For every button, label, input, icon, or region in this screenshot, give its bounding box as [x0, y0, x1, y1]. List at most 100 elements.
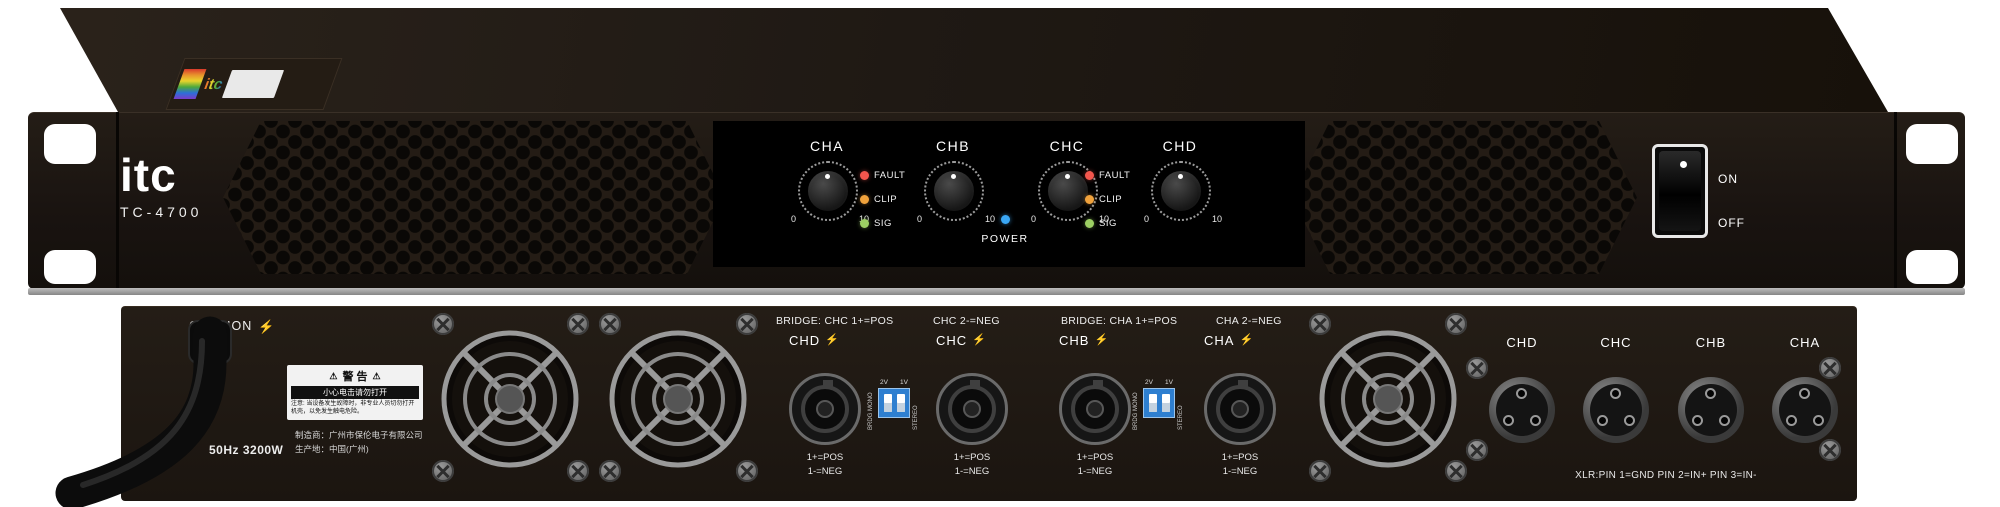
- xlr-channel-label: CHB: [1695, 335, 1727, 350]
- manufacturer-text: 制造商：广州市保伦电子有限公司 生产地：中国(广州): [295, 429, 423, 456]
- rear-panel: CAUTION ⚡ 50Hz 3200W ⚠ 警 告 ⚠ 小心电击请勿打开 注意…: [55, 306, 1857, 507]
- screw-icon: [1309, 313, 1331, 335]
- fault-led: [1085, 170, 1094, 180]
- knob-min-label: 0: [917, 214, 923, 224]
- manufacturer-line: 生产地：中国(广州): [295, 443, 369, 454]
- gain-knob-chd[interactable]: [1160, 170, 1202, 212]
- dip-label-stereo: STEREO: [1178, 405, 1184, 430]
- led-label: SIG: [874, 217, 892, 229]
- signal-led: [860, 218, 869, 228]
- warning-note: 注意: 当设备发生故障时，非专业人员切勿打开机壳，以免发生触电危险。: [291, 401, 415, 415]
- xlr-connector-chc: [1583, 377, 1649, 443]
- knob-indicator-dot: [1065, 174, 1070, 179]
- led-label: SIG: [1099, 217, 1117, 229]
- model-label: TC-4700: [120, 204, 203, 220]
- xlr-pin: [1597, 415, 1608, 426]
- screw-icon: [432, 313, 454, 335]
- lightning-icon: ⚡: [258, 318, 276, 334]
- led-label: FAULT: [1099, 169, 1131, 181]
- xlr-channel-label: CHD: [1506, 335, 1538, 350]
- warning-icon: ⚠: [372, 370, 381, 381]
- fan-guard-icon: [441, 330, 579, 468]
- bridge-label: BRIDGE: CHC 1+=POS: [776, 315, 894, 327]
- led-label: CLIP: [1099, 193, 1123, 205]
- knob-tick-ring: [1151, 161, 1211, 221]
- dip-label-1v: 1V: [900, 379, 908, 386]
- grille-right: [1292, 121, 1637, 274]
- mode-dip-switch-ab[interactable]: 2V 1V BRDG MONO STEREO: [1124, 379, 1194, 430]
- warning-title: 警 告: [342, 371, 368, 383]
- speakon-latch: [1238, 380, 1248, 387]
- gain-knob-cha[interactable]: [807, 170, 849, 212]
- screw-icon: [432, 460, 454, 482]
- mode-dip-switch-cd[interactable]: 2V 1V BRDG MONO STEREO: [859, 379, 929, 430]
- screw-icon: [567, 313, 589, 335]
- xlr-pin: [1503, 415, 1514, 426]
- top-sticker: itc: [165, 58, 343, 110]
- bridge-neg-label: CHC 2-=NEG: [933, 315, 1000, 327]
- power-rating-label: 50Hz 3200W: [209, 443, 284, 457]
- screw-icon: [1819, 439, 1841, 461]
- dip-label-bridge-mono: BRDG MONO: [1133, 392, 1140, 430]
- clip-led: [1085, 194, 1094, 204]
- screw-icon: [1309, 460, 1331, 482]
- brand-logo: itc: [120, 149, 177, 201]
- sticker-brand-text: itc: [201, 75, 226, 93]
- rack-ear-right-seam: [1894, 112, 1897, 288]
- knob-min-label: 0: [791, 214, 797, 224]
- gain-knob-chb[interactable]: [933, 170, 975, 212]
- channel-label: CHB: [935, 138, 971, 154]
- gain-knob-chc[interactable]: [1047, 170, 1089, 212]
- speakon-core: [816, 400, 834, 418]
- channel-knob-group-cha: CHA 0 10: [767, 138, 887, 224]
- bridge-label: BRIDGE: CHA 1+=POS: [1061, 315, 1178, 327]
- channel-label: CHD: [1162, 138, 1198, 154]
- dip-label-2v: 2V: [880, 379, 888, 386]
- channel-knob-group-chd: CHD 0 10: [1120, 138, 1240, 224]
- power-label: POWER: [981, 233, 1029, 245]
- xlr-pin: [1530, 415, 1541, 426]
- xlr-channel-label: CHC: [1600, 335, 1632, 350]
- rocker-button[interactable]: [1659, 151, 1701, 231]
- knob-tick-ring: [1038, 161, 1098, 221]
- power-indicator: POWER: [960, 211, 1050, 245]
- xlr-pin: [1516, 388, 1527, 399]
- xlr-pin: [1799, 388, 1810, 399]
- knob-indicator-dot: [825, 174, 830, 179]
- dip-label-1v: 1V: [1165, 379, 1173, 386]
- xlr-pin: [1692, 415, 1703, 426]
- rack-ear-hole: [1906, 250, 1958, 284]
- lightning-icon: ⚡: [1094, 334, 1110, 346]
- lightning-icon: ⚡: [825, 334, 840, 346]
- dip-switch-block[interactable]: [878, 388, 910, 418]
- warning-icon: ⚠: [329, 370, 338, 381]
- rack-ear-left-seam: [116, 112, 119, 288]
- warning-line: 小心电击请勿打开: [291, 386, 419, 399]
- power-cable: [55, 316, 232, 507]
- rocker-indicator-dot: [1680, 161, 1687, 168]
- switch-off-label: OFF: [1718, 216, 1745, 230]
- dip-switch-block[interactable]: [1143, 388, 1175, 418]
- speakon-connector-chc: [936, 373, 1008, 445]
- speakon-channel-label: CHC ⚡: [936, 333, 987, 348]
- rack-ear-hole: [44, 250, 96, 284]
- speakon-connector-cha: [1204, 373, 1276, 445]
- xlr-pin: [1610, 388, 1621, 399]
- led-label: CLIP: [874, 193, 898, 205]
- knob-max-label: 10: [984, 214, 995, 224]
- power-switch[interactable]: [1652, 144, 1708, 238]
- speakon-core: [1086, 400, 1104, 418]
- channel-knob-group-chc: CHC 0 10: [1007, 138, 1127, 224]
- brand-block: itc TC-4700: [120, 152, 202, 220]
- screw-icon: [1445, 460, 1467, 482]
- lightning-icon: ⚡: [1239, 334, 1255, 346]
- xlr-channel-label: CHA: [1789, 335, 1821, 350]
- warning-sticker: ⚠ 警 告 ⚠ 小心电击请勿打开 注意: 当设备发生故障时，非专业人员切勿打开机…: [287, 365, 423, 420]
- sticker-spectrum-icon: [173, 69, 207, 99]
- screw-icon: [736, 313, 758, 335]
- fan-guard-icon: [609, 330, 747, 468]
- channel-label: CHA: [809, 138, 845, 154]
